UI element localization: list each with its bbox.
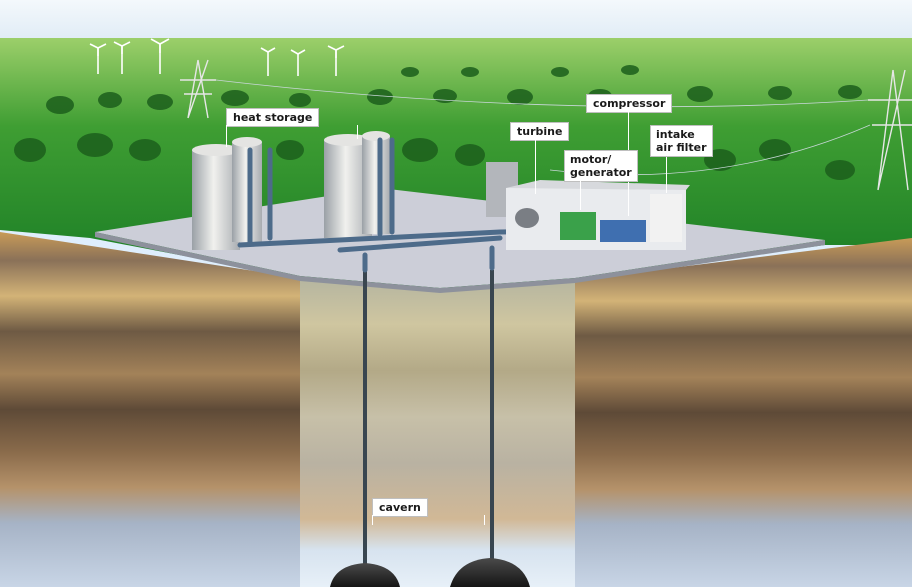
label-motor-generator-line1: motor/ xyxy=(570,153,612,166)
cavern-left xyxy=(330,563,400,587)
heat-storage-tanks xyxy=(192,131,390,250)
soil-layers-left xyxy=(0,232,300,587)
leader-turbine xyxy=(535,139,536,194)
air-filter-box xyxy=(650,194,682,242)
compressor-machine xyxy=(600,220,646,242)
leader-cavern-right xyxy=(484,515,485,525)
label-turbine: turbine xyxy=(510,122,570,141)
soil-layers-right xyxy=(575,238,912,587)
shaft-cutaway xyxy=(300,278,575,587)
leader-heat-storage-left xyxy=(226,125,227,147)
platform-slab xyxy=(95,188,825,288)
label-motor-generator: motor/ generator xyxy=(564,150,638,182)
label-heat-storage: heat storage xyxy=(226,108,320,127)
leader-heat-storage-right xyxy=(357,125,358,139)
platform-edge xyxy=(95,232,825,293)
label-cavern: cavern xyxy=(372,498,428,517)
cavern-right xyxy=(450,558,530,587)
machine-hall xyxy=(486,162,690,250)
leader-motor-generator xyxy=(580,180,581,210)
label-intake-line1: intake xyxy=(656,128,695,141)
generator-machine xyxy=(560,212,596,240)
label-compressor: compressor xyxy=(586,94,673,113)
leader-cavern-left xyxy=(372,515,373,525)
turbine-machine xyxy=(515,208,539,228)
leader-intake xyxy=(666,157,667,193)
label-motor-generator-line2: generator xyxy=(570,166,632,179)
label-intake-line2: air filter xyxy=(656,141,707,154)
wind-turbines xyxy=(89,38,345,76)
label-intake-air-filter: intake air filter xyxy=(650,125,713,157)
